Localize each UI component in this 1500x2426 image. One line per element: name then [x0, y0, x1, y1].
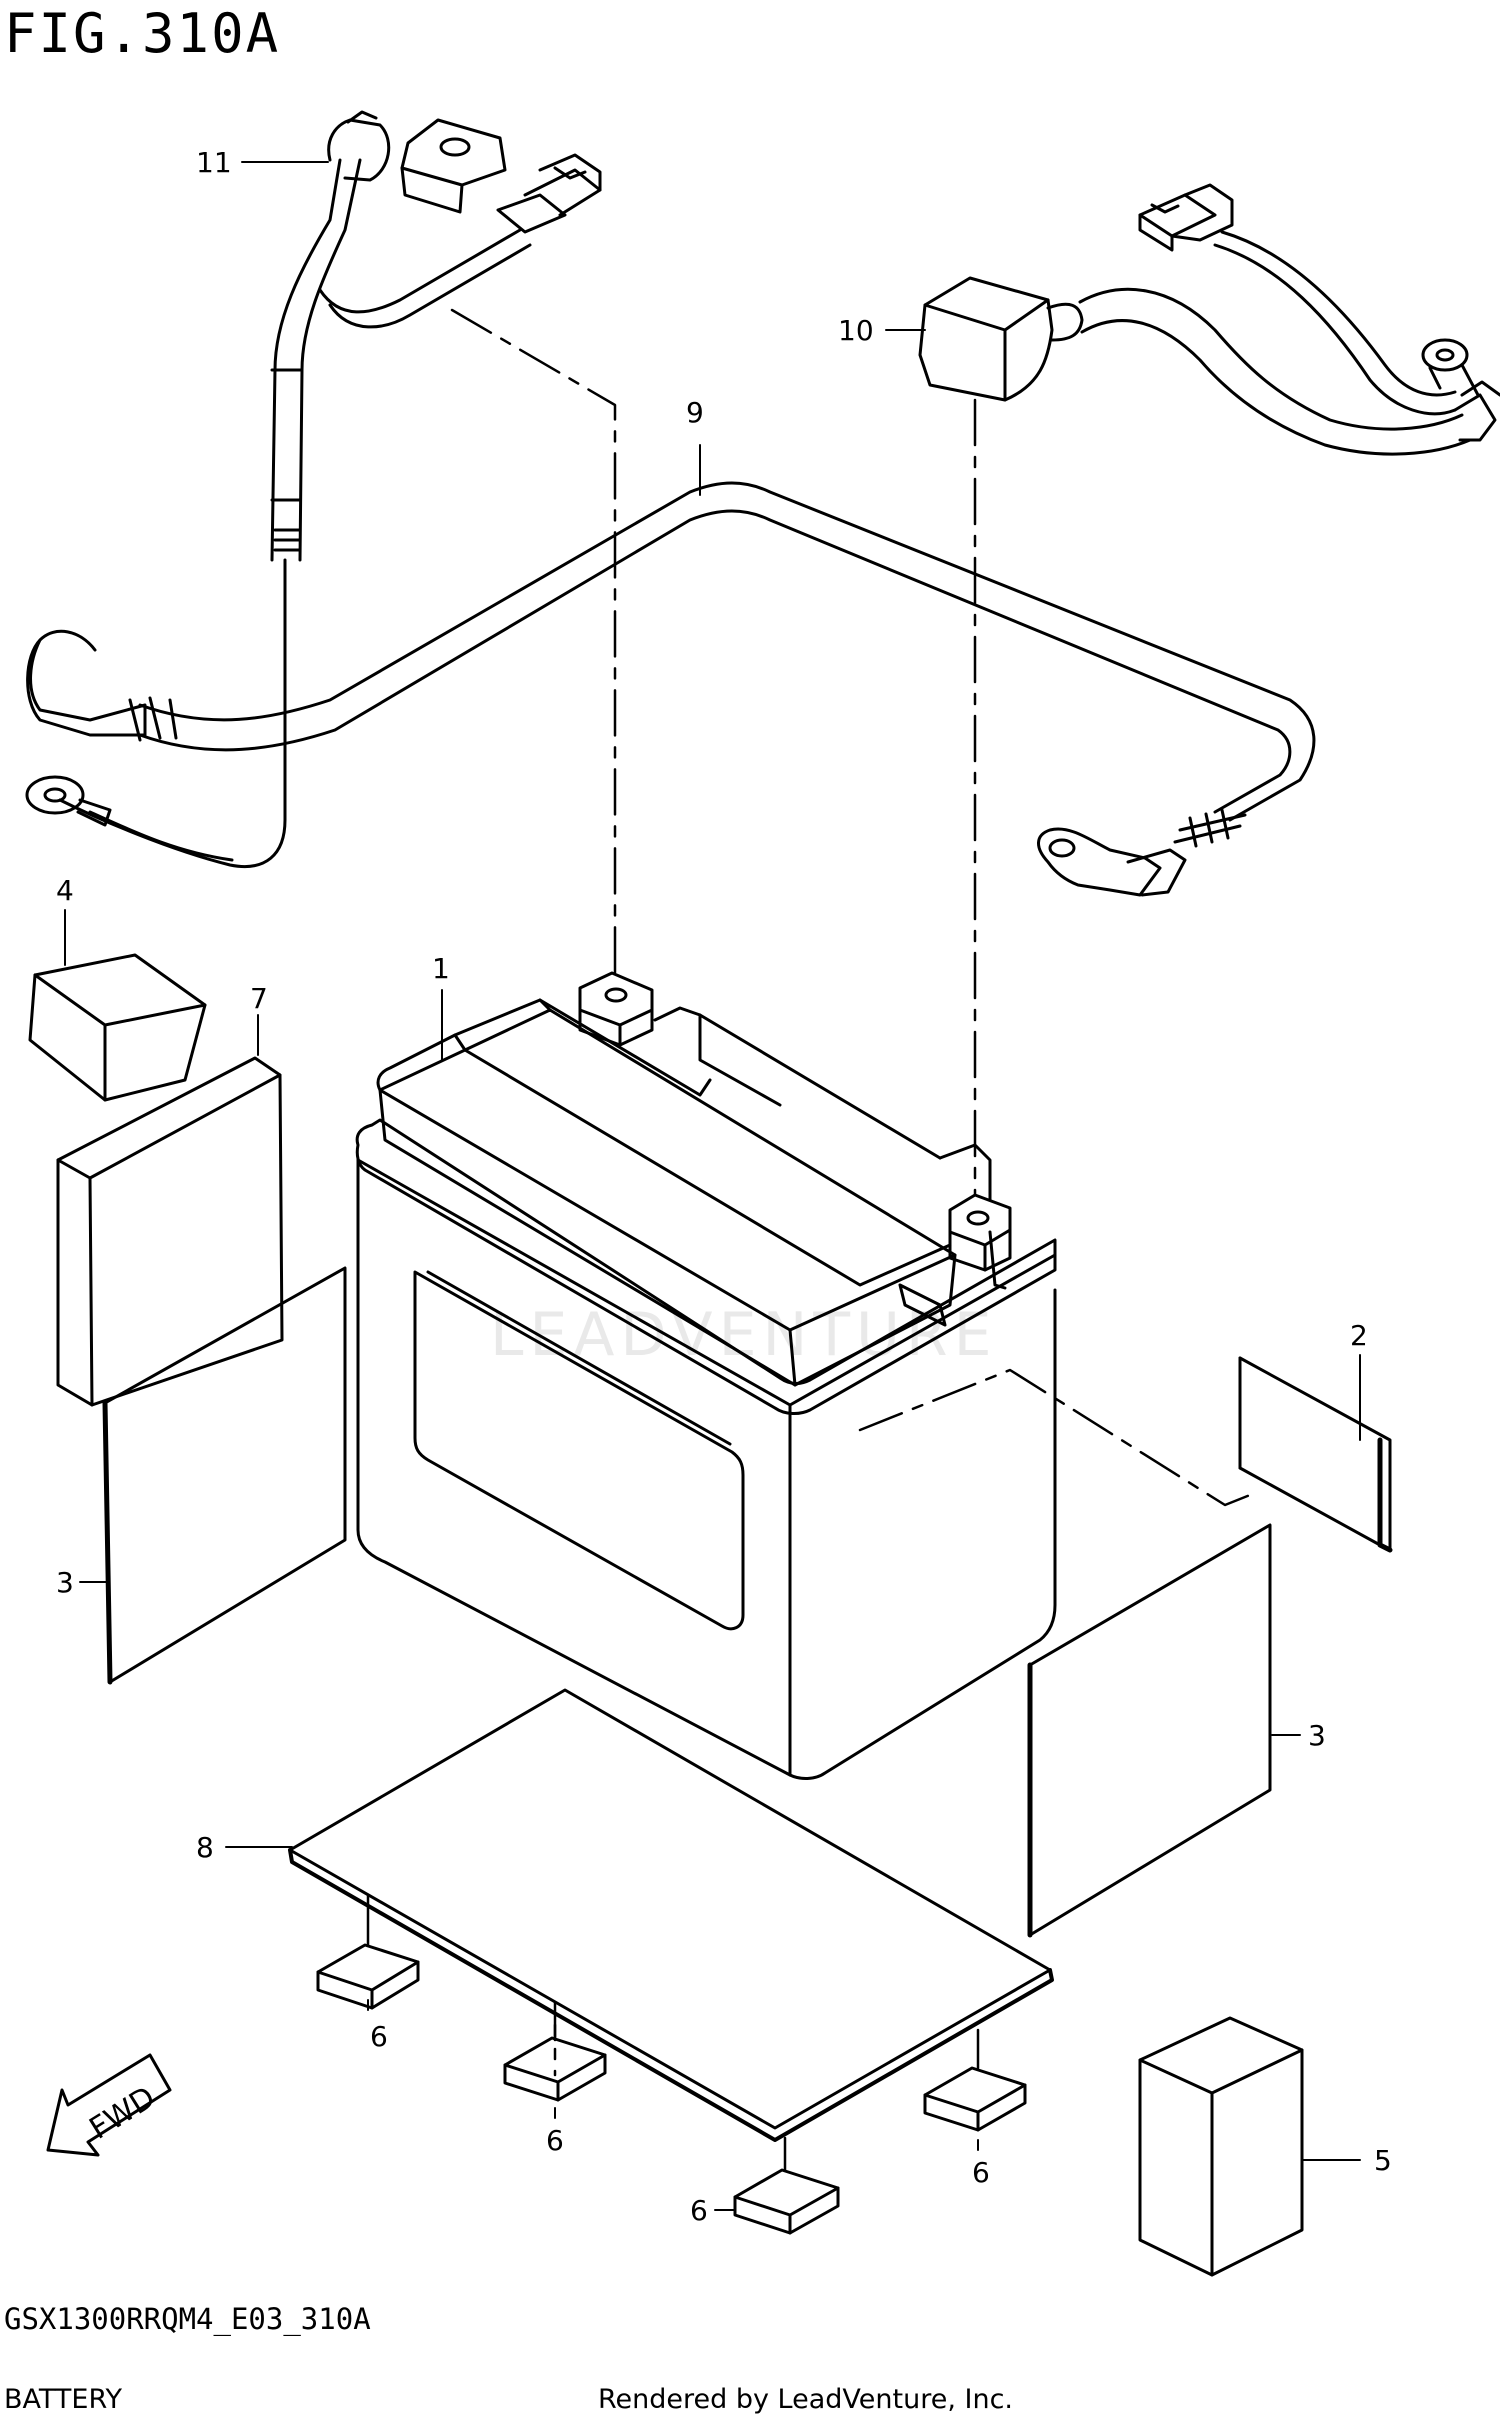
callout-8: 8	[196, 1831, 214, 1864]
callout-2: 2	[1350, 1319, 1368, 1352]
cushion-pad-d	[733, 2168, 840, 2235]
cushion-block-top-left	[28, 953, 207, 1102]
callout-7: 7	[250, 982, 268, 1015]
positive-terminal-cover	[918, 183, 1500, 456]
callout-3-right: 3	[1308, 1719, 1326, 1752]
battery	[355, 971, 1057, 1780]
callout-6-c: 6	[972, 2156, 990, 2189]
diagram-name: BATTERY	[4, 2384, 122, 2415]
tray-sheet	[288, 1688, 1054, 2142]
callout-11: 11	[196, 146, 232, 179]
callout-4: 4	[56, 874, 74, 907]
figure-title: FIG.310A	[4, 2, 281, 65]
cushion-block-bottom-right	[1138, 2016, 1304, 2277]
diagram-code: GSX1300RRQM4_E03_310A	[4, 2302, 371, 2336]
spacer-sheet-left	[102, 1266, 347, 1685]
callout-leaders	[64, 161, 1361, 2211]
battery-cable	[25, 481, 1316, 897]
callout-5: 5	[1374, 2144, 1392, 2177]
callout-1: 1	[432, 952, 450, 985]
spacer-sheet-right	[1027, 1523, 1272, 1938]
leadventure-watermark: LEADVENTURE	[490, 1300, 998, 1370]
cushion-pad-c	[923, 2066, 1027, 2132]
callout-6-b: 6	[546, 2124, 564, 2157]
cushion-pad-b	[503, 2036, 607, 2102]
callout-6-a: 6	[370, 2020, 388, 2053]
callout-6-d: 6	[690, 2194, 708, 2227]
battery-pad-left	[56, 1056, 284, 1407]
callout-labels: 11 10 9 1 4 7 2 3 3 8 6 6 6 6 5	[56, 146, 1392, 2227]
negative-lead-harness	[270, 110, 602, 562]
render-credit: Rendered by LeadVenture, Inc.	[598, 2384, 1014, 2415]
fwd-arrow: FWD	[46, 2053, 172, 2157]
callout-3-left: 3	[56, 1566, 74, 1599]
seal-sheet-right	[1238, 1356, 1393, 1553]
callout-10: 10	[838, 314, 874, 347]
cushion-pads	[316, 1893, 1027, 2235]
cushion-pad-a	[316, 1943, 420, 2010]
callout-9: 9	[686, 396, 704, 429]
